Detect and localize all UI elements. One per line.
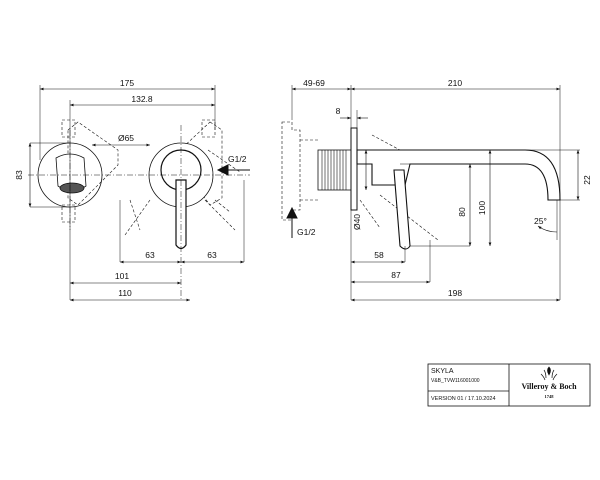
dim-110: 110 [118,288,132,298]
dim-diameter-40: Ø40 [352,214,362,230]
brand-logo: Villeroy & Boch 1748 [521,366,577,399]
rosette-plate [350,127,358,211]
brand-year: 1748 [545,394,555,399]
front-view [28,85,250,302]
front-view-labels: 175 132.8 Ø65 83 63 63 101 110 G1/2 [14,78,247,298]
dim-angle-25: 25° [534,216,547,226]
diverter-knob-grip [59,182,85,194]
dim-132-8: 132.8 [131,94,153,104]
dim-58: 58 [374,250,384,260]
side-view [281,85,580,302]
version-date: VERSION 01 / 17.10.2024 [431,396,496,402]
side-thread-arrow [286,206,298,238]
dim-63-right: 63 [207,250,217,260]
dim-8: 8 [336,106,341,116]
side-thread-label: G1/2 [297,227,316,237]
mixer-handle [393,169,411,250]
brand-emblem-icon [540,366,558,381]
side-wall-box [281,121,439,241]
dim-100: 100 [477,201,487,215]
title-block: SKYLA V&B_TVW116001000 VERSION 01 / 17.1… [427,363,591,407]
article-number: V&B_TVW116001000 [431,378,480,384]
dim-49-69: 49-69 [303,78,325,88]
brand-wordmark: Villeroy & Boch [521,382,577,391]
fitting-thread-hatch [321,150,347,190]
product-name: SKYLA [431,368,454,375]
front-thread-arrow [216,164,250,176]
dim-diameter-65: Ø65 [118,133,134,143]
dim-83: 83 [14,170,24,180]
dim-63-left: 63 [145,250,155,260]
side-view-labels: 49-69 210 8 Ø40 58 80 100 22 25° 87 198 … [297,78,592,298]
dim-22: 22 [582,175,592,185]
spout [356,149,561,201]
wall-fitting-body [317,149,352,191]
dim-210: 210 [448,78,462,88]
dim-80: 80 [457,207,467,217]
angle-arc-25 [537,225,558,233]
dim-198: 198 [448,288,462,298]
dim-101: 101 [115,271,129,281]
dim-175: 175 [120,78,134,88]
dim-87: 87 [391,270,401,280]
front-thread-label: G1/2 [228,154,247,164]
